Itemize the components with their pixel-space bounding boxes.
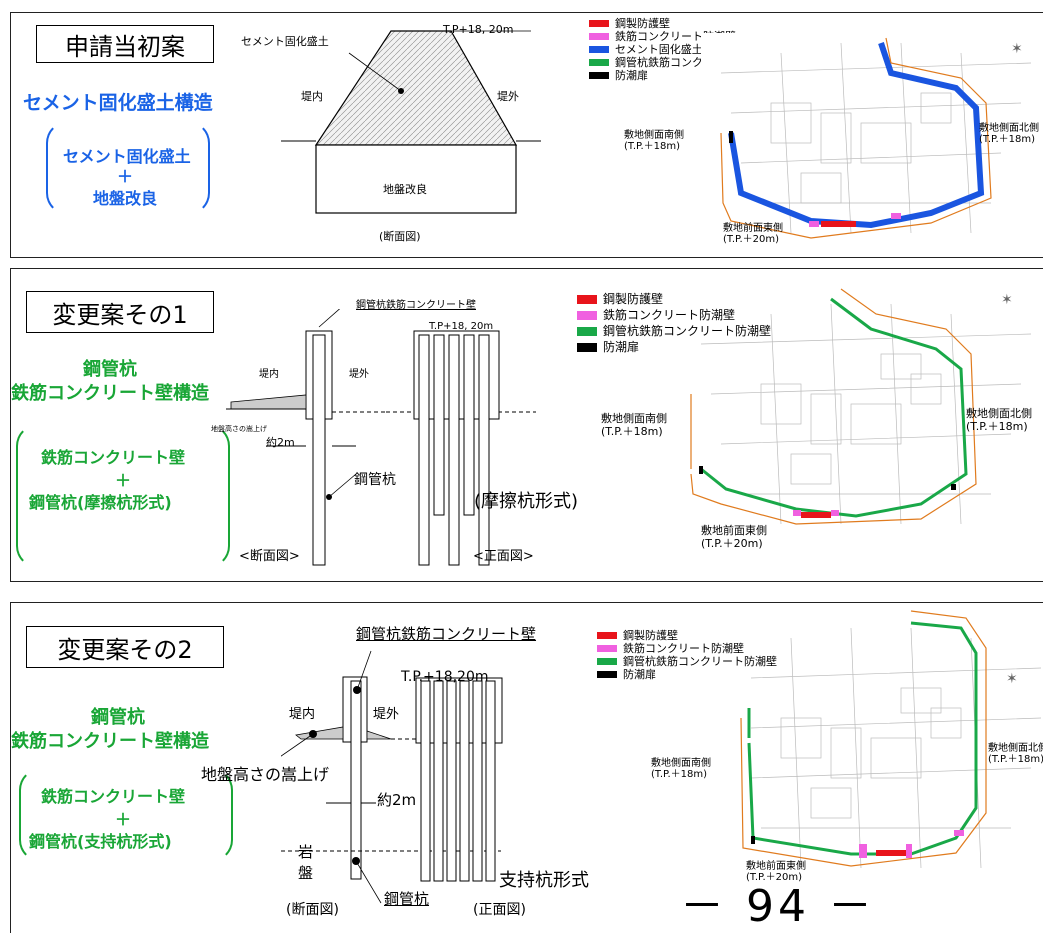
- label-pile: 鋼管杭: [354, 472, 396, 488]
- legend-item: 防潮扉: [577, 339, 771, 355]
- svg-text:✶: ✶: [1006, 671, 1018, 687]
- label-section-view: <断面図>: [239, 549, 300, 564]
- legend-item: 鋼製防護壁: [597, 629, 777, 642]
- panel-title: 変更案その2: [26, 626, 224, 668]
- map-label-east: 敷地前面東側(T.P.＋20m): [701, 524, 767, 550]
- svg-text:✶: ✶: [1001, 292, 1013, 308]
- panel-change-plan-2: 変更案その2 鋼管杭 鉄筋コンクリート壁構造 鉄筋コンクリート壁 ＋ 鋼管杭(支…: [10, 602, 1043, 933]
- structure-name-2: 鉄筋コンクリート壁構造: [11, 731, 209, 752]
- legend-item: 鉄筋コンクリート防潮壁: [597, 642, 777, 655]
- legend: 鋼製防護壁 鉄筋コンクリート防潮壁 鋼管杭鉄筋コンクリート防潮壁 防潮扉: [577, 291, 771, 355]
- component-1: 鉄筋コンクリート壁: [41, 448, 186, 467]
- legend-item: 防潮扉: [589, 69, 769, 82]
- label-inner: 堤内: [289, 707, 316, 722]
- label-wall: 鋼管杭鉄筋コンクリート壁: [356, 300, 476, 311]
- cement-embankment-section: [281, 30, 541, 214]
- site-map: ✶: [740, 610, 1042, 869]
- component-2: 鋼管杭(摩擦杭形式): [29, 493, 172, 512]
- component-1: セメント固化盛土: [63, 147, 191, 166]
- label-section-view: (断面図): [286, 902, 339, 918]
- component-bracket: [16, 424, 230, 568]
- map-label-south: 敷地側面南側(T.P.＋18m): [651, 758, 711, 780]
- component-bracket: [19, 768, 233, 862]
- legend-item: 防潮扉: [597, 668, 777, 681]
- label-ground-improvement: 地盤改良: [383, 183, 427, 196]
- site-map: ✶: [701, 33, 1043, 257]
- plus-sign: ＋: [115, 810, 132, 829]
- label-ground-raise: 地盤高さの嵩上げ: [211, 425, 267, 433]
- panel-title: 変更案その1: [26, 291, 214, 333]
- label-outer: 堤外: [373, 707, 400, 722]
- label-2m: 約2m: [377, 791, 417, 809]
- label-outer: 堤外: [497, 90, 519, 103]
- label-2m: 約2m: [266, 436, 295, 449]
- pile-section-diagram: [226, 309, 536, 566]
- label-front-view: (正面図): [473, 902, 526, 918]
- plus-sign: ＋: [117, 167, 134, 186]
- label-rock-2: 盤: [298, 864, 314, 882]
- label-tp-height: T.P+18, 20m: [443, 23, 514, 36]
- map-label-north: 敷地側面北側(T.P.＋18m): [979, 123, 1039, 145]
- svg-text:✶: ✶: [1011, 41, 1023, 57]
- map-label-east: 敷地前面東側(T.P.＋20m): [746, 861, 806, 883]
- legend-item: セメント固化盛土: [589, 43, 769, 56]
- component-2: 鋼管杭(支持杭形式): [29, 832, 172, 851]
- site-map: ✶: [690, 288, 1032, 525]
- map-label-south: 敷地側面南側(T.P.＋18m): [624, 130, 684, 152]
- label-front-view: <正面図>: [473, 549, 534, 564]
- label-outer: 堤外: [349, 369, 369, 380]
- label-tp-height: T.P+18, 20m: [429, 321, 494, 332]
- plus-sign: ＋: [115, 471, 132, 490]
- panel-change-plan-1: 変更案その1 鋼管杭 鉄筋コンクリート壁構造 鉄筋コンクリート壁 ＋ 鋼管杭(摩…: [10, 268, 1043, 582]
- map-label-south: 敷地側面南側(T.P.＋18m): [601, 412, 667, 438]
- label-support-type: 支持杭形式: [499, 870, 589, 891]
- legend-item: 鋼製防護壁: [577, 291, 771, 307]
- legend: 鋼製防護壁 鉄筋コンクリート防潮壁 鋼管杭鉄筋コンクリート防潮壁 防潮扉: [597, 629, 777, 681]
- label-rock-1: 岩: [298, 843, 314, 861]
- label-section-view: (断面図): [379, 230, 421, 243]
- label-cement-fill: セメント固化盛土: [241, 35, 329, 48]
- component-1: 鉄筋コンクリート壁: [41, 787, 186, 806]
- label-inner: 堤内: [259, 369, 279, 380]
- label-inner: 堤内: [301, 90, 323, 103]
- pile-section-diagram: [281, 650, 503, 904]
- page-number: － 94 －: [680, 881, 876, 932]
- structure-name-2: 鉄筋コンクリート壁構造: [11, 383, 209, 404]
- label-ground-raise: 地盤高さの嵩上げ: [201, 765, 330, 784]
- component-bracket: [46, 121, 210, 215]
- structure-name-1: 鋼管杭: [83, 359, 137, 380]
- component-2: 地盤改良: [93, 189, 158, 208]
- label-friction-type: (摩擦杭形式): [474, 491, 579, 512]
- legend-item: 鋼製防護壁: [589, 17, 769, 30]
- map-label-north: 敷地側面北側(T.P.＋18m): [966, 407, 1032, 433]
- label-pile: 鋼管杭: [384, 890, 430, 908]
- panel-initial-plan: 申請当初案 セメント固化盛土構造 セメント固化盛土 ＋ 地盤改良 セメント固化盛…: [10, 12, 1043, 258]
- label-wall: 鋼管杭鉄筋コンクリート壁: [356, 625, 537, 643]
- legend-item: 鉄筋コンクリート防潮壁: [577, 307, 771, 323]
- structure-name-1: 鋼管杭: [91, 707, 145, 728]
- structure-name: セメント固化盛土構造: [23, 92, 213, 114]
- map-label-north: 敷地側面北側(T.P.＋18m): [988, 743, 1043, 765]
- map-label-east: 敷地前面東側(T.P.＋20m): [723, 223, 783, 245]
- label-tp-height: T.P.+18,20m: [401, 669, 489, 685]
- legend-item: 鋼管杭鉄筋コンクリート防潮壁: [597, 655, 777, 668]
- legend-item: 鋼管杭鉄筋コンクリート防潮壁: [577, 323, 771, 339]
- panel-title: 申請当初案: [36, 25, 214, 63]
